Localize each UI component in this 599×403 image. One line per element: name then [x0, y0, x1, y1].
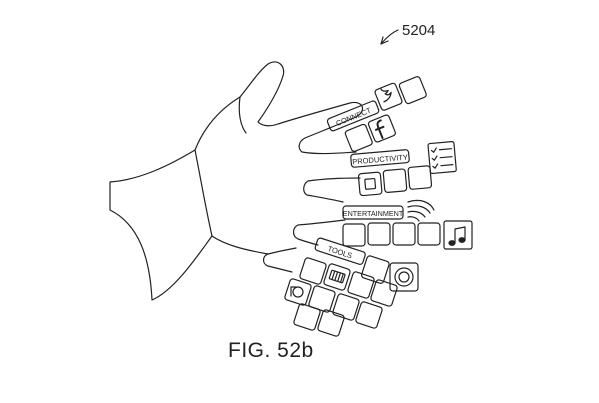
entertainment-group: ENTERTAINMENT — [342, 199, 473, 250]
music-tile[interactable] — [443, 220, 473, 250]
tools-tiles — [284, 255, 419, 337]
entertainment-tile-2[interactable] — [367, 222, 391, 246]
twitter-tile[interactable] — [374, 82, 403, 111]
camera-tile[interactable] — [284, 278, 312, 306]
reference-number: 5204 — [402, 22, 436, 39]
target-inner — [398, 271, 410, 283]
productivity-tile-3[interactable] — [407, 165, 433, 190]
entertainment-tile-3[interactable] — [392, 222, 416, 246]
checklist-tile[interactable] — [427, 141, 457, 175]
tools-tile-6[interactable] — [308, 285, 336, 313]
tools-tile-7[interactable] — [332, 293, 360, 321]
connect-group: CONNECT — [326, 76, 427, 153]
productivity-tile-1[interactable] — [357, 171, 383, 197]
tools-label-box[interactable] — [314, 237, 366, 265]
film-tile[interactable] — [323, 263, 351, 291]
sleeve — [109, 149, 213, 301]
checklist-icon — [430, 147, 454, 169]
tools-tile-10[interactable] — [317, 309, 345, 337]
entertainment-label: ENTERTAINMENT — [343, 209, 404, 218]
tools-tile-top[interactable] — [361, 255, 390, 284]
camera-icon — [290, 286, 304, 298]
wrist-line — [194, 149, 213, 237]
productivity-label: PRODUCTIVITY — [352, 153, 408, 167]
twitter-icon — [380, 88, 392, 103]
facebook-icon — [374, 119, 385, 139]
music-note-icon — [448, 226, 466, 246]
target-tile[interactable] — [389, 262, 419, 292]
film-icon — [328, 269, 346, 284]
entertainment-tile-1[interactable] — [342, 223, 366, 247]
square-icon — [364, 177, 377, 190]
connect-tile-3[interactable] — [398, 76, 427, 105]
tools-tile-3[interactable] — [347, 271, 375, 299]
hand-outline — [194, 61, 364, 273]
tools-tile-9[interactable] — [293, 303, 321, 331]
palm-crease — [211, 235, 269, 255]
target-icon — [394, 267, 414, 287]
entertainment-tile-4[interactable] — [417, 222, 441, 246]
tools-tile-4[interactable] — [370, 279, 398, 307]
reference-arrow — [380, 29, 399, 45]
figure-caption: FIG. 52b — [228, 339, 314, 362]
productivity-label-box[interactable] — [350, 149, 410, 168]
facebook-tile[interactable] — [367, 114, 397, 143]
tools-tile-1[interactable] — [299, 257, 327, 285]
connect-label-box[interactable] — [326, 100, 380, 132]
entertainment-label-box[interactable] — [342, 205, 404, 220]
tools-group: TOOLS — [314, 237, 366, 265]
productivity-group: PRODUCTIVITY — [350, 141, 457, 197]
wifi-signal-icon — [407, 199, 435, 222]
thumb-crease — [238, 96, 247, 134]
tools-tile-8[interactable] — [355, 301, 383, 329]
connect-tile-1[interactable] — [344, 123, 373, 153]
productivity-tile-2[interactable] — [382, 168, 408, 194]
